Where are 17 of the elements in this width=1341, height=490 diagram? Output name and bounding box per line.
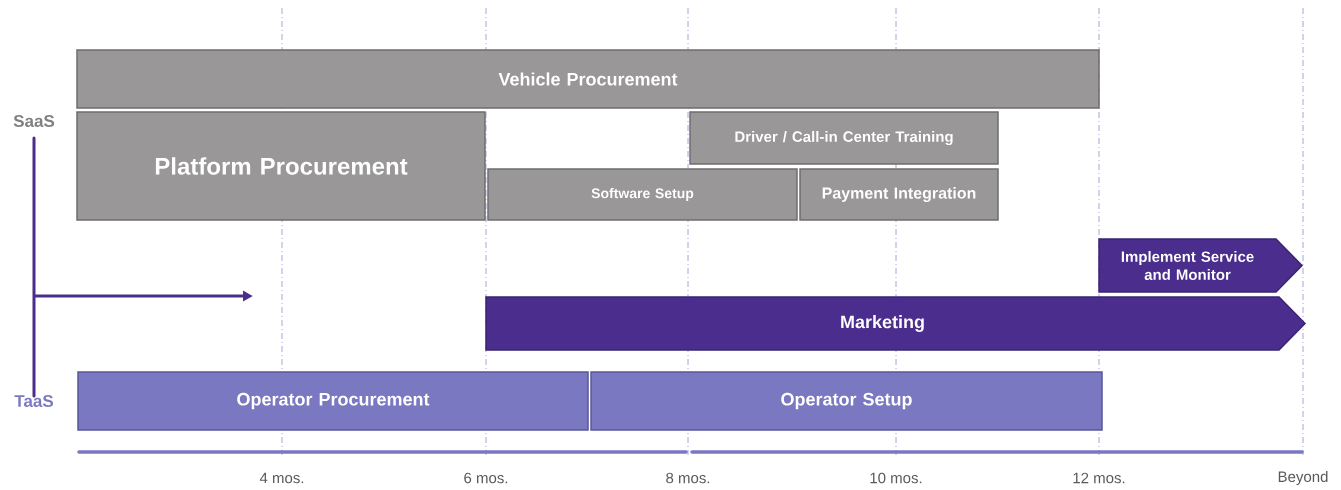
task-bar: Software Setup (487, 168, 798, 221)
tick-label: 4 mos. (259, 472, 304, 484)
task-bar: Operator Setup (590, 371, 1103, 431)
tick-label: Beyond (1278, 471, 1328, 485)
tick-label: 10 mos. (870, 472, 922, 484)
task-bar: Vehicle Procurement (76, 49, 1100, 109)
tick-label: 8 mos. (666, 472, 710, 484)
task-bar: Operator Procurement (77, 371, 589, 431)
chevron-bar: Marketing (485, 296, 1307, 351)
axis-label: SaaS (13, 115, 55, 128)
task-bar: Payment Integration (799, 168, 999, 221)
chevron-bar: Implement Service and Monitor (1098, 238, 1304, 293)
task-bar: Driver / Call-in Center Training (689, 111, 999, 165)
tick-label: 12 mos. (1073, 472, 1125, 484)
axis-label: TaaS (14, 395, 54, 408)
tick-label: 6 mos. (464, 472, 508, 484)
task-bar: Platform Procurement (76, 111, 486, 221)
